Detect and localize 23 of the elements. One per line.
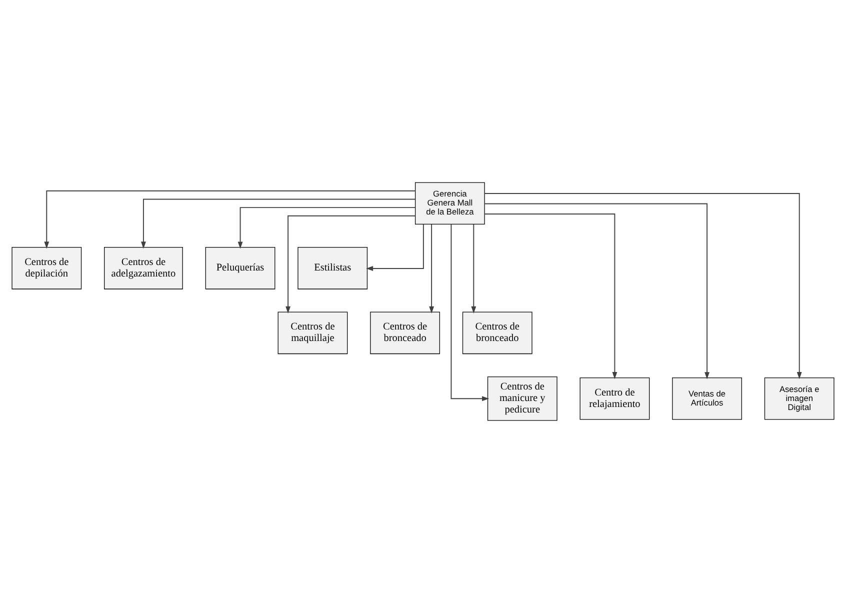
node-box: Centro de relajamiento — [580, 377, 650, 420]
node-box: Centros de manicure y pedicure — [487, 376, 558, 421]
arrow — [238, 207, 416, 249]
arrow — [484, 214, 618, 380]
node-box: Centros de maquillaje — [278, 312, 348, 354]
node-box: Estilistas — [298, 247, 368, 290]
arrow — [484, 203, 710, 380]
node-box: Centros de bronceado — [370, 312, 440, 354]
node-box: Peluquerías — [205, 247, 276, 290]
arrow — [471, 224, 476, 314]
arrow — [44, 190, 416, 249]
node-box: Centros de bronceado — [462, 312, 532, 354]
node-box: Centros de depilación — [12, 247, 82, 290]
arrow — [484, 192, 802, 380]
node-box: Asesoría e imagen Digital — [764, 377, 834, 420]
node-box: Ventas de Artículos — [672, 377, 742, 420]
node-box: Centros de adelgazamiento — [104, 247, 183, 290]
arrow — [366, 224, 424, 271]
arrow — [450, 224, 490, 402]
arrow — [286, 215, 416, 314]
arrow — [429, 224, 434, 314]
arrow — [140, 198, 416, 249]
node-box: Gerencia Genera Mall de la Belleza — [414, 182, 485, 225]
